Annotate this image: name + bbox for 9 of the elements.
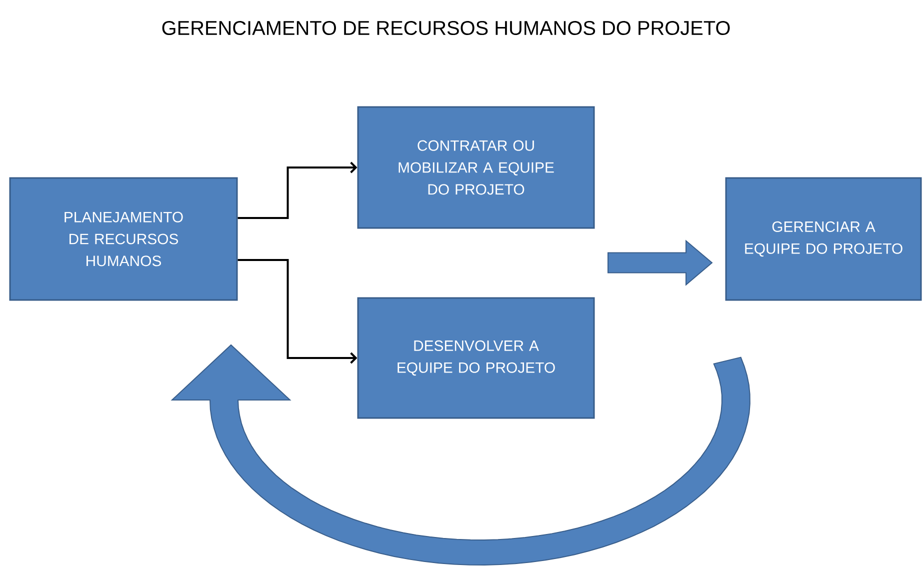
elbow-arrow [238, 162, 358, 219]
curved-arrow [170, 344, 750, 566]
process-box: PLANEJAMENTO DE RECURSOS HUMANOS [9, 177, 238, 301]
process-box: CONTRATAR OU MOBILIZAR A EQUIPE DO PROJETO [357, 106, 595, 229]
elbow-arrow [238, 259, 358, 364]
block-arrow [608, 240, 713, 286]
process-box: GERENCIAR A EQUIPE DO PROJETO [725, 177, 922, 301]
process-box: DESENVOLVER A EQUIPE DO PROJETO [357, 297, 595, 419]
title: GERENCIAMENTO DE RECURSOS HUMANOS DO PROJETO [162, 20, 730, 36]
